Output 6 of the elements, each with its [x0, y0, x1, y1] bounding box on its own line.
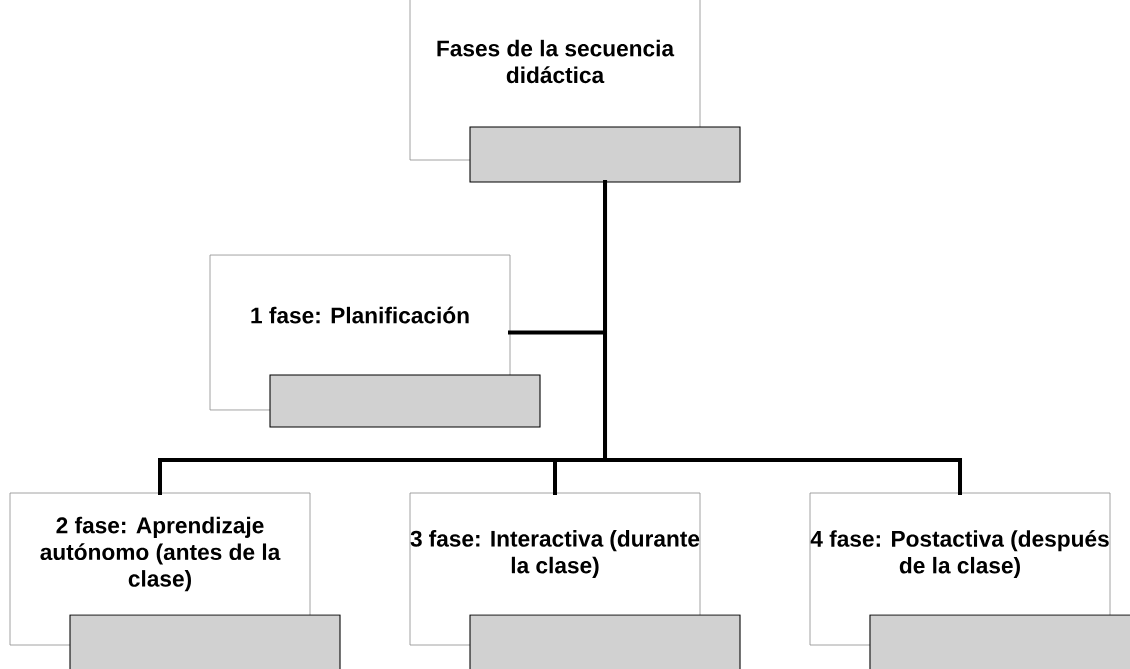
- label-tab: [69, 614, 341, 669]
- label-tab: [269, 374, 541, 428]
- label-tab: [869, 614, 1130, 669]
- connector-line: [603, 180, 962, 495]
- label-tab: [469, 126, 741, 183]
- label-tab: [469, 614, 741, 669]
